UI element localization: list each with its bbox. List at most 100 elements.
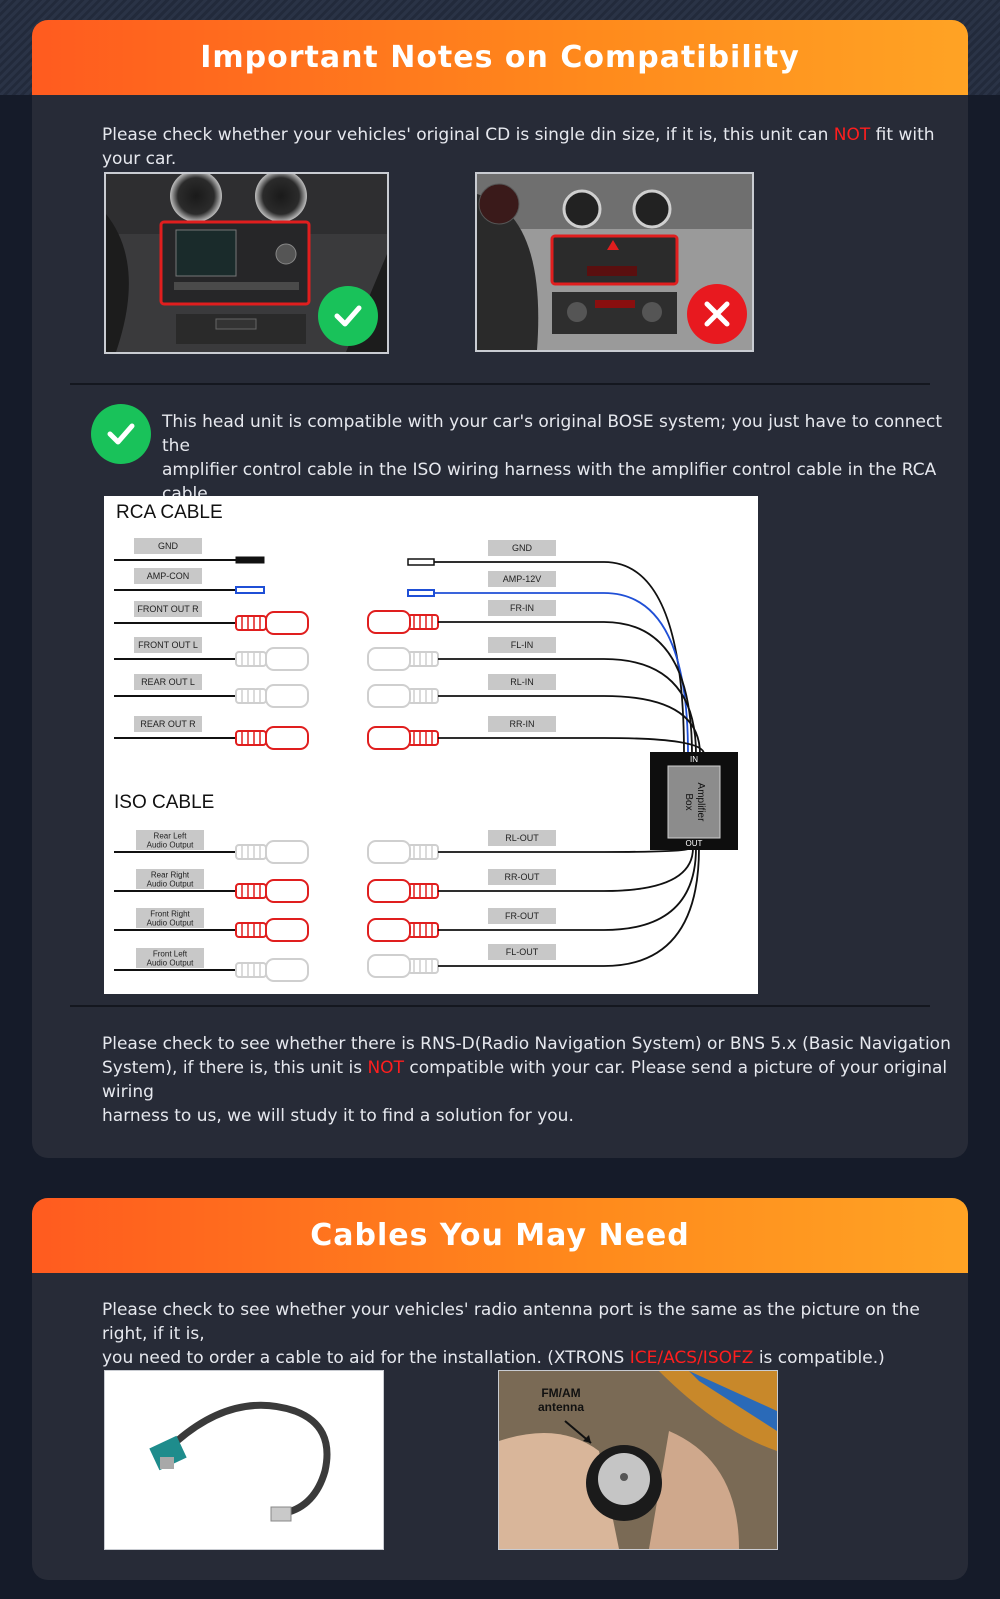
rca-connector-ring xyxy=(407,883,439,899)
rca-connector-ring xyxy=(235,922,267,938)
rca-connector-body xyxy=(265,918,309,942)
rca-connector-ring xyxy=(235,962,267,978)
rca-left-label: FRONT OUT R xyxy=(134,601,202,617)
iso-right-label-text: RL-OUT xyxy=(505,833,539,843)
rca-connector-ring xyxy=(235,844,267,860)
rca-right-label: RL-IN xyxy=(488,674,556,690)
amp-to-iso-wire xyxy=(438,847,697,931)
model-highlight: ICE/ACS/ISOFZ xyxy=(629,1348,754,1368)
rca-left-label: REAR OUT R xyxy=(134,716,202,732)
iso-right-label: FL-OUT xyxy=(488,944,556,960)
rca-left-label-bg xyxy=(134,637,202,653)
iso-left-label-bg xyxy=(136,830,204,850)
compatibility-title: Important Notes on Compatibility xyxy=(200,40,800,75)
iso-left-label-bg xyxy=(136,908,204,928)
antenna-cable-image xyxy=(105,1371,383,1549)
rca-right-label-bg xyxy=(488,600,556,616)
rca-connector-body xyxy=(367,879,411,903)
rca-connector-ring xyxy=(407,958,439,974)
antenna-note: Please check to see whether your vehicle… xyxy=(102,1300,920,1368)
amp-12v-socket xyxy=(407,589,435,597)
cables-panel: Cables You May Need Please check to see … xyxy=(32,1198,968,1580)
amp-out-label: OUT xyxy=(686,839,703,848)
iso-right-label-text: FL-OUT xyxy=(506,947,539,957)
rca-connector-body xyxy=(367,918,411,942)
rca-to-amp-wire xyxy=(438,695,701,755)
rca-left-label-text: GND xyxy=(158,541,179,551)
iso-left-label-text: Audio Output xyxy=(147,919,194,928)
not-highlight: NOT xyxy=(833,125,871,145)
rca-connector-body xyxy=(367,647,411,671)
rca-connector-ring xyxy=(407,922,439,938)
rca-right-label-text: FL-IN xyxy=(511,640,534,650)
rca-connector xyxy=(367,954,439,978)
iso-left-label-text: Front Left xyxy=(153,950,188,959)
rca-connector-ring xyxy=(407,730,439,746)
rca-left-label: FRONT OUT L xyxy=(134,637,202,653)
iso-left-label-bg xyxy=(136,948,204,968)
iso-right-label-text: FR-OUT xyxy=(505,911,539,921)
rca-connector-ring xyxy=(407,688,439,704)
iso-right-label: FR-OUT xyxy=(488,908,556,924)
rca-connector xyxy=(235,840,309,864)
rca-connector-body xyxy=(265,647,309,671)
divider-1 xyxy=(70,383,930,385)
rca-left-label-text: REAR OUT R xyxy=(140,719,196,729)
rca-right-label-text: AMP-12V xyxy=(503,574,542,584)
rca-left-label-bg xyxy=(134,674,202,690)
amplifier-box: IN OUT Amplifier Box xyxy=(650,752,738,850)
rca-right-label: RR-IN xyxy=(488,716,556,732)
rca-connector-body xyxy=(367,726,411,750)
not-highlight-2: NOT xyxy=(367,1058,404,1078)
rca-left-label-bg xyxy=(134,716,202,732)
iso-right-label-bg xyxy=(488,908,556,924)
rca-connector-ring xyxy=(235,651,267,667)
rca-right-label-text: FR-IN xyxy=(510,603,534,613)
rca-right-label: FL-IN xyxy=(488,637,556,653)
rca-connector-body xyxy=(265,958,309,982)
rca-connector xyxy=(367,647,439,671)
rca-left-label-bg xyxy=(134,568,202,584)
rca-right-label-bg xyxy=(488,716,556,732)
fm-am-label-line1: FM/AM xyxy=(541,1386,580,1400)
rca-connector xyxy=(235,879,309,903)
rca-left-label-bg xyxy=(134,538,202,554)
iso-cable-title: ISO CABLE xyxy=(114,792,214,813)
rca-connector xyxy=(367,840,439,864)
rca-connector xyxy=(235,611,309,635)
rca-connector-body xyxy=(367,840,411,864)
iso-left-label-text: Front Right xyxy=(150,910,190,919)
incompatible-cross-icon xyxy=(687,284,747,344)
rca-to-amp-wire xyxy=(434,592,689,755)
rca-right-label-bg xyxy=(488,674,556,690)
rca-to-amp-wire xyxy=(438,621,693,755)
iso-right-label-bg xyxy=(488,944,556,960)
iso-left-label-text: Audio Output xyxy=(147,880,194,889)
single-din-note: Please check whether your vehicles' orig… xyxy=(102,125,935,169)
iso-right-label: RL-OUT xyxy=(488,830,556,846)
iso-left-label-text: Rear Left xyxy=(154,832,188,841)
amp-in-label: IN xyxy=(690,755,698,764)
gnd-plug xyxy=(235,556,265,564)
rca-to-amp-wire xyxy=(434,561,685,755)
amp-to-iso-wire xyxy=(438,847,700,967)
fm-am-antenna-photo: FM/AM antenna xyxy=(498,1370,778,1550)
rca-connector xyxy=(367,918,439,942)
amp-label-line1: Amplifier xyxy=(695,783,706,823)
rca-connector xyxy=(235,918,309,942)
rca-connector xyxy=(235,726,309,750)
amp-label-line2: Box xyxy=(683,793,694,810)
rca-right-label-bg xyxy=(488,540,556,556)
rca-connector-body xyxy=(367,954,411,978)
cables-header: Cables You May Need xyxy=(32,1198,968,1273)
rca-to-amp-wire xyxy=(438,737,705,755)
iso-right-label-bg xyxy=(488,830,556,846)
rca-connector-body xyxy=(265,726,309,750)
rca-right-label-text: RR-IN xyxy=(510,719,535,729)
rca-connector-ring xyxy=(235,730,267,746)
rca-connector xyxy=(235,647,309,671)
